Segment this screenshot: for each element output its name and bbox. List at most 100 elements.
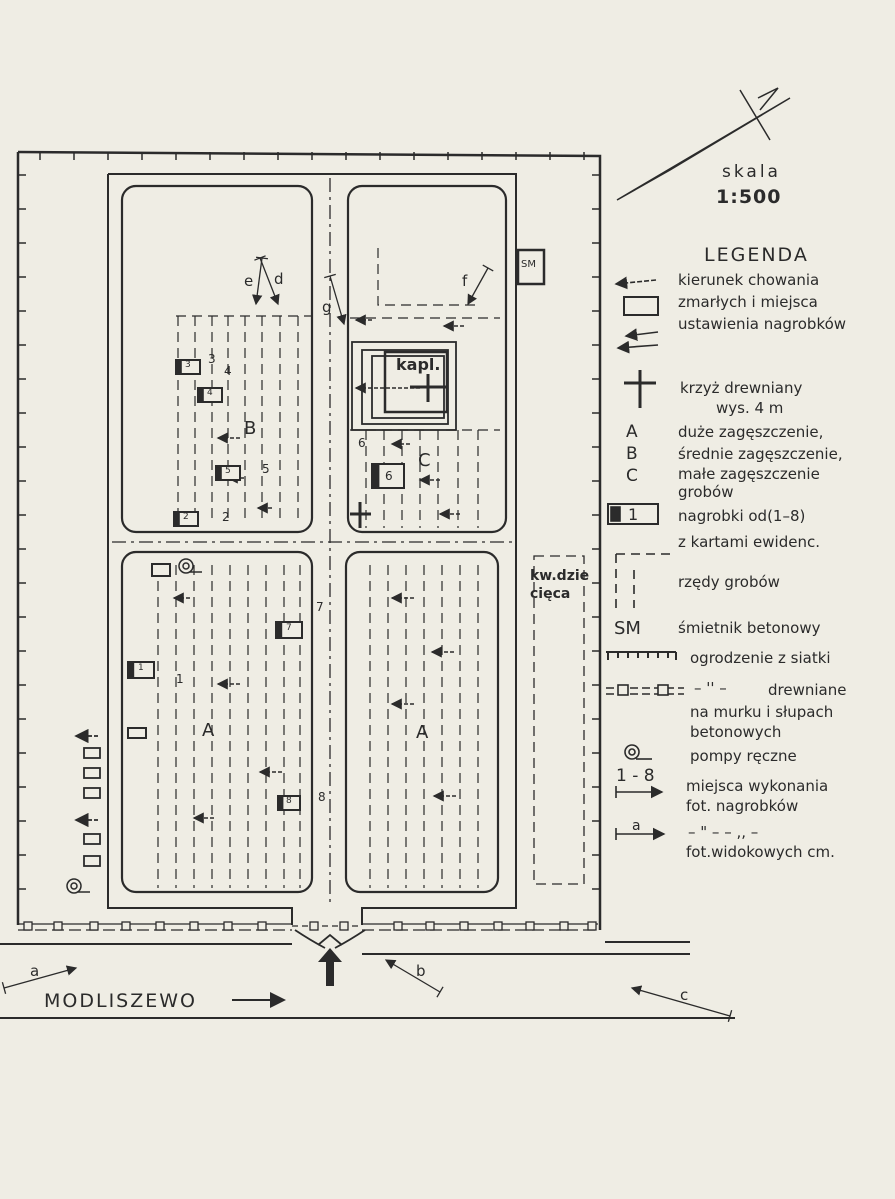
outside-tombs xyxy=(74,728,101,867)
pump-icon-inner xyxy=(70,882,78,890)
photo-spot-number: 7 xyxy=(316,600,324,614)
photo-spot-number: 4 xyxy=(224,364,232,378)
chapel xyxy=(351,341,457,431)
tombs xyxy=(127,359,405,811)
hand-pumps xyxy=(66,558,202,894)
burial-direction-arrows xyxy=(172,314,464,824)
children-section-label-1: kw.dzie xyxy=(530,568,590,584)
legend-photo-range: 1 - 8 xyxy=(616,766,655,786)
wall-post xyxy=(559,921,569,931)
legend-tombs-line-2: z kartami ewidenc. xyxy=(678,533,820,551)
view-label-e: e xyxy=(244,272,254,290)
view-line-d xyxy=(259,257,280,306)
outside-tomb xyxy=(83,787,101,799)
road xyxy=(0,941,735,1019)
section-a-left-label: A xyxy=(202,720,215,741)
road-label: MODLISZEWO xyxy=(44,990,197,1012)
legend-cross-line-2: wys. 4 m xyxy=(716,399,784,417)
legend-views: fot.widokowych cm. xyxy=(686,843,835,861)
section-a-right-label: A xyxy=(416,722,429,743)
wall-posts xyxy=(23,921,597,931)
wall-post xyxy=(155,921,165,931)
tomb-2-mark xyxy=(175,513,180,525)
view-line-end xyxy=(436,986,444,998)
photo-spot-number: 8 xyxy=(318,790,326,804)
legend-tomb-symbol: 1 xyxy=(628,505,639,524)
tomb-1-mark xyxy=(129,663,135,677)
legend-density-line-3: małe zagęszczenie xyxy=(678,465,820,483)
pump-icon xyxy=(66,878,82,894)
entrance-arrow-icon xyxy=(318,948,342,986)
tomb-label-7: 7 xyxy=(286,623,292,633)
wall-post xyxy=(587,921,597,931)
fence-ticks xyxy=(18,152,600,890)
legend-mesh-fence: ogrodzenie z siatki xyxy=(690,649,831,667)
photo-spot-number: 6 xyxy=(358,436,366,450)
legend-tombstone-icon xyxy=(623,296,659,316)
inner-boundary xyxy=(107,173,517,925)
wall-post xyxy=(257,921,267,931)
view-label-a: a xyxy=(30,962,40,980)
wall-post xyxy=(89,921,99,931)
legend-density-line-2: średnie zagęszczenie, xyxy=(678,445,843,463)
section-boxes xyxy=(120,184,508,894)
view-line-g xyxy=(329,275,347,326)
tomb-3 xyxy=(175,359,201,375)
view-line-e xyxy=(252,257,263,306)
view-line-end xyxy=(255,256,269,260)
legend-density-line-4: grobów xyxy=(678,483,734,501)
wall-post xyxy=(459,921,469,931)
view-line-end xyxy=(324,273,336,279)
view-line-b xyxy=(384,959,441,993)
wooden-cross-map-icon xyxy=(350,502,371,528)
tomb-label-8: 8 xyxy=(286,796,292,806)
tomb-label-1: 1 xyxy=(138,663,144,673)
legend-cross-line-1: krzyż drewniany xyxy=(680,379,803,397)
legend-density-line-1: duże zagęszczenie, xyxy=(678,423,824,441)
view-line-a xyxy=(3,965,78,989)
central-alleys xyxy=(112,178,512,905)
legend-tombs-line-1: nagrobki od(1–8) xyxy=(678,507,806,525)
wall-post xyxy=(493,921,503,931)
photo-spot-number: 1 xyxy=(176,672,184,686)
legend-photos-line-2: fot. nagrobków xyxy=(686,797,799,815)
wall-post xyxy=(525,921,535,931)
bottom-wall xyxy=(18,923,598,931)
sm-box xyxy=(516,248,546,286)
legend-pumps: pompy ręczne xyxy=(690,747,797,765)
tomb-2 xyxy=(173,511,199,527)
view-line-end xyxy=(1,982,7,994)
tomb-7-mark xyxy=(277,623,283,637)
tomb-label-3: 3 xyxy=(185,360,191,370)
scale-label: skala xyxy=(722,162,781,182)
tomb-5 xyxy=(215,465,241,481)
tomb-4-mark xyxy=(199,389,204,401)
legend-wood-fence-dash: – '' – xyxy=(694,679,727,697)
sm-box-label: SM xyxy=(521,259,536,270)
view-line-c xyxy=(630,985,731,1017)
section-a-left-box xyxy=(120,550,314,894)
tomb-label-6: 6 xyxy=(385,469,393,483)
legend-mesh-fence-icon xyxy=(606,651,677,660)
legend-density-symbol-c: C xyxy=(626,466,638,486)
legend-rows-icon xyxy=(615,553,670,608)
tomb-label-4: 4 xyxy=(207,388,213,398)
view-label-f: f xyxy=(462,272,468,290)
wall-post xyxy=(339,921,349,931)
tomb-5-mark xyxy=(217,467,222,479)
legend-sm-symbol: SM xyxy=(614,618,641,639)
mesh-fence xyxy=(16,150,602,930)
view-label-g: g xyxy=(322,298,332,316)
view-label-d: d xyxy=(274,270,284,288)
wall-post xyxy=(189,921,199,931)
view-label-c: c xyxy=(680,986,689,1004)
children-section-border xyxy=(533,555,585,885)
chapel-label: kapl. xyxy=(396,355,441,374)
legend-burial-line-3: ustawienia nagrobków xyxy=(678,315,847,333)
legend-view-letter: a xyxy=(632,818,641,834)
tomb-6-mark xyxy=(373,465,380,487)
chapel-dashed-area xyxy=(350,248,500,319)
legend-photos-line-1: miejsca wykonania xyxy=(686,777,829,795)
tomb-8 xyxy=(277,795,301,811)
legend-wood-fence-line-2: na murku i słupach xyxy=(690,703,834,721)
